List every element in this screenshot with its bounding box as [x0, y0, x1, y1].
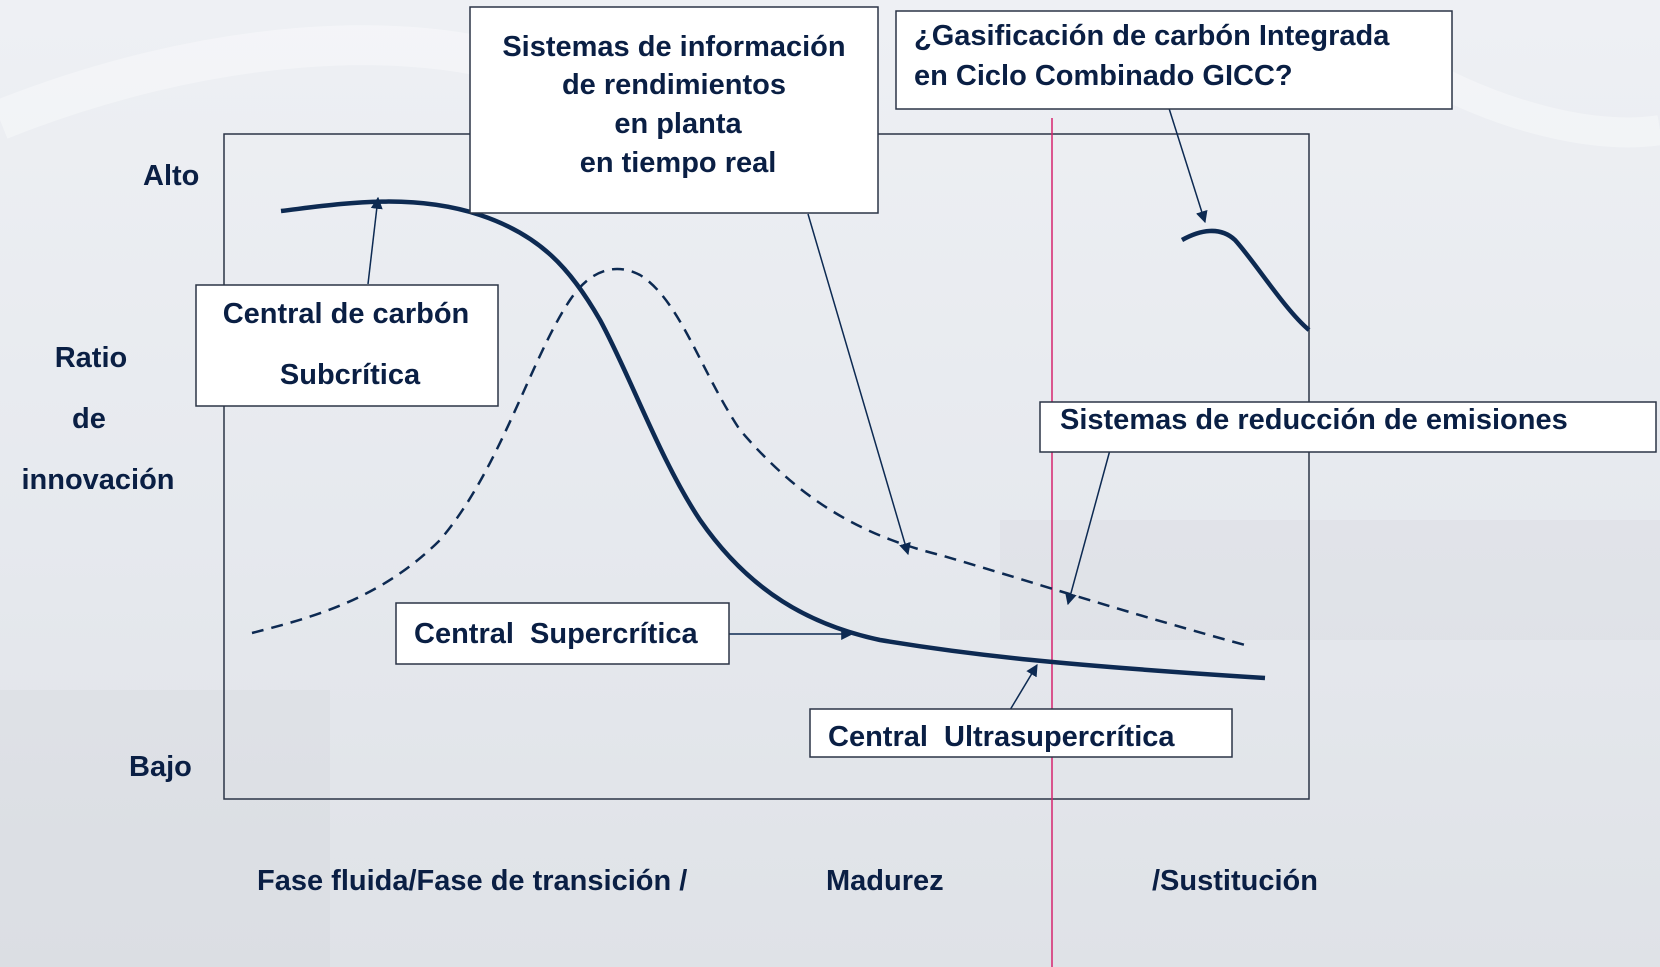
plot-frame — [223, 133, 1310, 800]
callout-line: Central Supercrítica — [414, 618, 699, 650]
callout-line: Sistemas de reducción de emisiones — [1060, 404, 1568, 436]
y-axis-title-line: Ratio — [55, 342, 128, 374]
background-decoration — [0, 25, 1660, 967]
callout-sistemas-informacion: Sistemas de información de rendimientos … — [469, 6, 879, 214]
callout-supercritica: Central Supercrítica — [395, 602, 730, 665]
arrow-ultrasupercritica — [1009, 663, 1038, 711]
callout-line: Sistemas de información — [502, 31, 845, 63]
solid-innovation-curve — [280, 199, 1266, 681]
callout-ultrasupercritica: Central Ultrasupercrítica — [809, 708, 1233, 758]
y-axis-title-line: innovación — [21, 464, 174, 496]
callout-line: en Ciclo Combinado GICC? — [914, 60, 1293, 92]
svg-text:¿Gasificación de carbón Integr: ¿Gasificación de carbón Integrada en Cic… — [914, 20, 1397, 92]
pointer-arrows — [367, 101, 1208, 711]
svg-text:Central de carbón Subcrí: Central de carbón Subcrítica — [223, 298, 478, 391]
callout-line: Subcrítica — [280, 359, 421, 391]
dashed-innovation-curve — [251, 267, 1246, 647]
svg-text:Sistemas de información: Sistemas de información de rendimientos … — [502, 31, 853, 179]
x-axis-phase-madurez: Madurez — [826, 865, 944, 897]
callout-line: Central Ultrasupercrítica — [828, 721, 1175, 753]
callout-reduccion-emisiones: Sistemas de reducción de emisiones — [1039, 401, 1657, 453]
callout-line: ¿Gasificación de carbón Integrada — [914, 20, 1390, 52]
gicc-curve — [1180, 228, 1311, 332]
y-axis-title-line: de — [72, 403, 106, 435]
arrow-sistemas-informacion — [807, 213, 911, 556]
x-axis-phase-sustitucion: /Sustitución — [1152, 865, 1318, 897]
callout-line: Central de carbón — [223, 298, 470, 330]
y-axis-low-label: Bajo — [129, 751, 192, 783]
callout-line: en tiempo real — [580, 147, 777, 179]
arrow-gicc — [1166, 101, 1208, 224]
callout-gicc: ¿Gasificación de carbón Integrada en Cic… — [895, 10, 1453, 110]
callout-line: de rendimientos — [562, 69, 786, 101]
x-axis-phase-fluida: Fase fluida/Fase de transición / — [257, 865, 687, 897]
arrow-reduccion-emisiones — [1065, 449, 1111, 606]
arrow-subcritica — [367, 196, 383, 285]
y-axis-title: Ratio de innovación — [21, 342, 174, 496]
callout-line: en planta — [614, 108, 742, 140]
callout-subcritica: Central de carbón Subcrítica — [195, 284, 499, 407]
y-axis-high-label: Alto — [143, 160, 199, 192]
